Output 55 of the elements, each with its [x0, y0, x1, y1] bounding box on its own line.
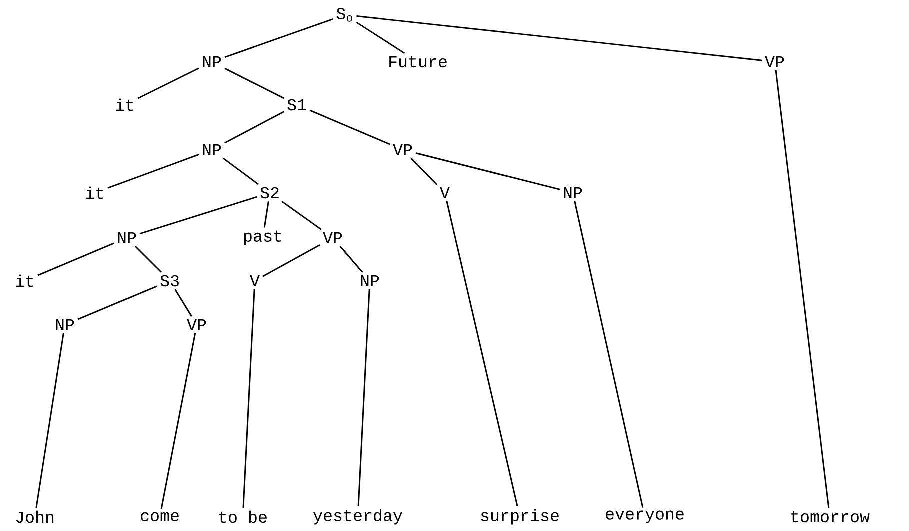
tree-branch: [224, 18, 334, 58]
tree-label: VP: [323, 232, 342, 244]
tree-branch: [340, 246, 364, 274]
tree-branch: [416, 152, 560, 190]
tree-label: V: [250, 276, 260, 286]
tree-label: S$_{o}$: [336, 8, 352, 22]
tree-label: it: [116, 98, 134, 112]
tree-branch: [138, 68, 200, 100]
tree-label: Future: [390, 56, 447, 68]
tree-label: NP: [56, 320, 74, 330]
tree-label: VP: [765, 56, 784, 68]
tree-branch: [38, 242, 114, 276]
tree-branch: [356, 16, 762, 62]
tree-branch: [224, 68, 284, 100]
tree-branch: [574, 201, 644, 508]
tree-branch: [224, 111, 284, 144]
tree-label: NP: [361, 276, 380, 286]
tree-label: S3: [160, 275, 179, 287]
tree-branch: [310, 110, 390, 146]
tree-label: NP: [203, 144, 222, 156]
tree-label: to be: [220, 510, 267, 524]
tree-label: S2: [260, 187, 279, 199]
tree-branch: [410, 158, 438, 186]
tree-branch: [282, 200, 322, 230]
tree-label: VP: [187, 320, 206, 330]
tree-label: NP: [564, 188, 582, 198]
tree-label: tomorrow: [792, 511, 870, 523]
tree-label: past: [244, 230, 282, 246]
tree-label: VP: [393, 144, 412, 156]
tree-branch: [775, 70, 830, 509]
tree-branch: [134, 246, 162, 273]
tree-label: S1: [288, 99, 306, 111]
tree-branch: [264, 201, 270, 228]
tree-branch: [446, 201, 518, 506]
tree-label: NP: [118, 232, 136, 244]
tree-branch: [160, 333, 196, 510]
tree-label: it: [16, 274, 34, 288]
tree-branch: [36, 333, 64, 508]
tree-label: come: [141, 512, 179, 522]
tree-branch: [78, 286, 158, 320]
tree-branch: [262, 244, 320, 278]
tree-branch: [242, 289, 256, 508]
tree-label: NP: [203, 56, 222, 68]
tree-label: V: [440, 188, 450, 198]
tree-branch: [222, 158, 259, 185]
tree-label: surprise: [481, 509, 559, 525]
tree-label: it: [86, 186, 104, 200]
tree-branch: [140, 196, 258, 235]
tree-branch: [108, 154, 200, 189]
tree-branch: [356, 22, 406, 54]
tree-label: yesterday: [314, 509, 402, 525]
tree-branch: [174, 289, 192, 317]
tree-branch: [358, 289, 370, 506]
tree-label: John: [16, 510, 54, 524]
tree-label: everyone: [606, 510, 684, 524]
